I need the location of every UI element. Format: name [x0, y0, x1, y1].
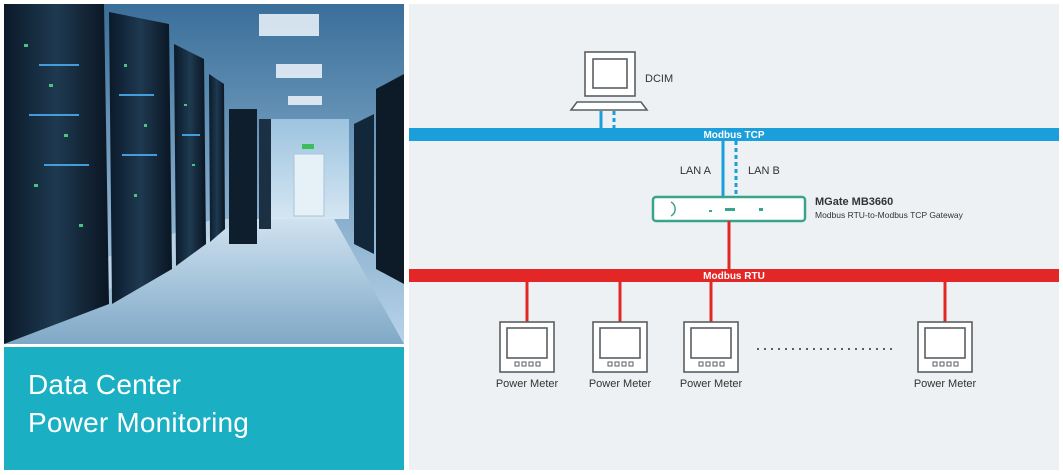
lan-b-label: LAN B — [748, 165, 780, 177]
server-room-illustration — [4, 4, 404, 344]
data-center-photo — [4, 4, 404, 344]
meter-label: Power Meter — [589, 378, 652, 390]
dcim-label: DCIM — [645, 73, 673, 85]
gateway-device-icon — [651, 195, 807, 223]
modbus-tcp-label: Modbus TCP — [703, 130, 764, 141]
power-meter-icon — [592, 321, 648, 373]
gateway-description-label: Modbus RTU-to-Modbus TCP Gateway — [815, 210, 964, 220]
modbus-rtu-label: Modbus RTU — [703, 271, 765, 282]
network-diagram-svg: DCIM Modbus TCP LAN A LAN B MGate MB3660… — [409, 4, 1059, 470]
meter-label: Power Meter — [496, 378, 559, 390]
meter-label: Power Meter — [914, 378, 977, 390]
power-meter-icon — [917, 321, 973, 373]
lan-a-label: LAN A — [680, 165, 712, 177]
caption-title-line-2: Power Monitoring — [28, 407, 250, 438]
gateway-name-label: MGate MB3660 — [815, 196, 893, 208]
meter-label: Power Meter — [680, 378, 743, 390]
computer-icon — [569, 51, 649, 111]
modbus-tcp-bus — [409, 128, 1059, 141]
power-meter-icon — [683, 321, 739, 373]
power-meter-icon — [499, 321, 555, 373]
caption-title-line-1: Data Center — [28, 369, 182, 400]
modbus-rtu-bus — [409, 269, 1059, 282]
caption-panel: Data Center Power Monitoring — [4, 347, 404, 470]
network-diagram: DCIM Modbus TCP LAN A LAN B MGate MB3660… — [409, 4, 1059, 470]
diagram-background — [409, 4, 1059, 470]
